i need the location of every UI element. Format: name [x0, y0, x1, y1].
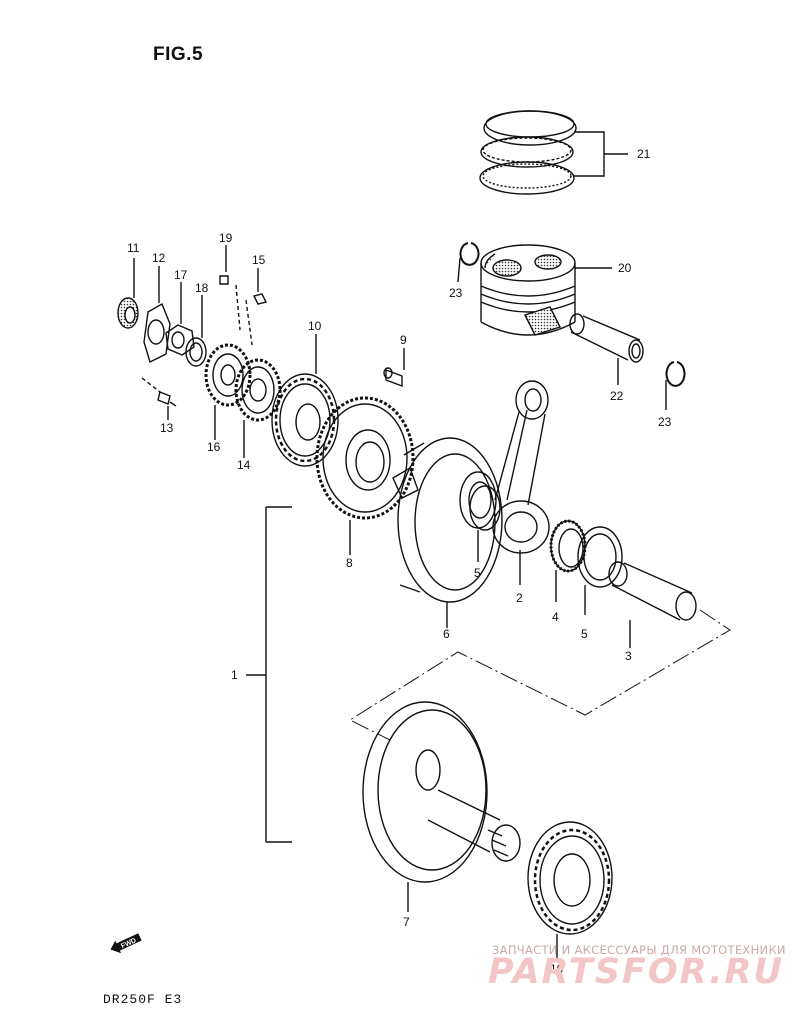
- callout-4: 4: [552, 610, 559, 624]
- fwd-arrow-badge: FWD: [110, 933, 142, 954]
- gear-14: [234, 358, 282, 458]
- callout-7: 7: [403, 915, 410, 929]
- circlip-right: [665, 361, 686, 410]
- callout-10a: 10: [308, 319, 322, 333]
- model-label: DR250F E3: [103, 992, 183, 1007]
- fwd-label: FWD: [120, 937, 137, 950]
- crank-bearing-right: [271, 334, 339, 467]
- callout-14: 14: [237, 458, 251, 472]
- thrust-washer: [577, 526, 623, 615]
- callout-5a: 5: [474, 566, 481, 580]
- watermark-brand: PARTSFOR.RU: [488, 952, 784, 992]
- callout-5b: 5: [581, 627, 588, 641]
- crank-web-left: [362, 701, 521, 912]
- callout-23a: 23: [449, 286, 463, 300]
- callout-labels: 21 20 23 22 23 11 12 17 18 19 15 10 9 13…: [127, 147, 672, 976]
- pin-9: [383, 348, 405, 388]
- callout-6: 6: [443, 627, 450, 641]
- crank-pin: [608, 561, 697, 648]
- needle-bearing: [549, 519, 587, 602]
- piston: [480, 244, 612, 336]
- callout-13: 13: [160, 421, 174, 435]
- callout-20: 20: [618, 261, 632, 275]
- callout-23b: 23: [658, 415, 672, 429]
- watermark-subtitle: ЗАПЧАСТИ И АКСЕССУАРЫ ДЛЯ МОТОТЕХНИКИ: [492, 943, 786, 957]
- circlip-left: [457, 242, 480, 283]
- alignment-guides: [348, 609, 731, 741]
- figure-title: FIG.5: [153, 44, 204, 65]
- screw-13: [141, 377, 177, 420]
- callout-11: 11: [127, 241, 140, 255]
- key-19: [219, 245, 241, 331]
- callout-18: 18: [195, 281, 209, 295]
- callout-12: 12: [152, 251, 166, 265]
- callout-10b: 10: [550, 962, 564, 976]
- callout-19: 19: [219, 231, 233, 245]
- piston-pin: [569, 313, 644, 385]
- thrust-washer-left: [469, 485, 501, 562]
- callout-3: 3: [625, 649, 632, 663]
- crank-bearing-left: [527, 821, 613, 960]
- oil-seal-11: [117, 258, 139, 329]
- key-15: [245, 268, 268, 346]
- lock-plate-12: [143, 266, 171, 363]
- assembly-bracket-1: [246, 506, 292, 843]
- primary-gear: [315, 396, 419, 555]
- washer-18: [185, 295, 207, 367]
- connecting-rod: [492, 380, 550, 585]
- crank-web-right: [397, 437, 503, 628]
- callout-22: 22: [610, 389, 624, 403]
- callout-9: 9: [400, 333, 407, 347]
- callout-21: 21: [637, 147, 651, 161]
- callout-2: 2: [516, 591, 523, 605]
- nut-17: [165, 282, 195, 356]
- callout-1: 1: [231, 668, 238, 682]
- callout-17: 17: [174, 268, 188, 282]
- callout-15: 15: [252, 253, 266, 267]
- gear-16: [204, 343, 252, 440]
- callout-8: 8: [346, 556, 353, 570]
- callout-16: 16: [207, 440, 221, 454]
- piston-rings: [479, 110, 628, 195]
